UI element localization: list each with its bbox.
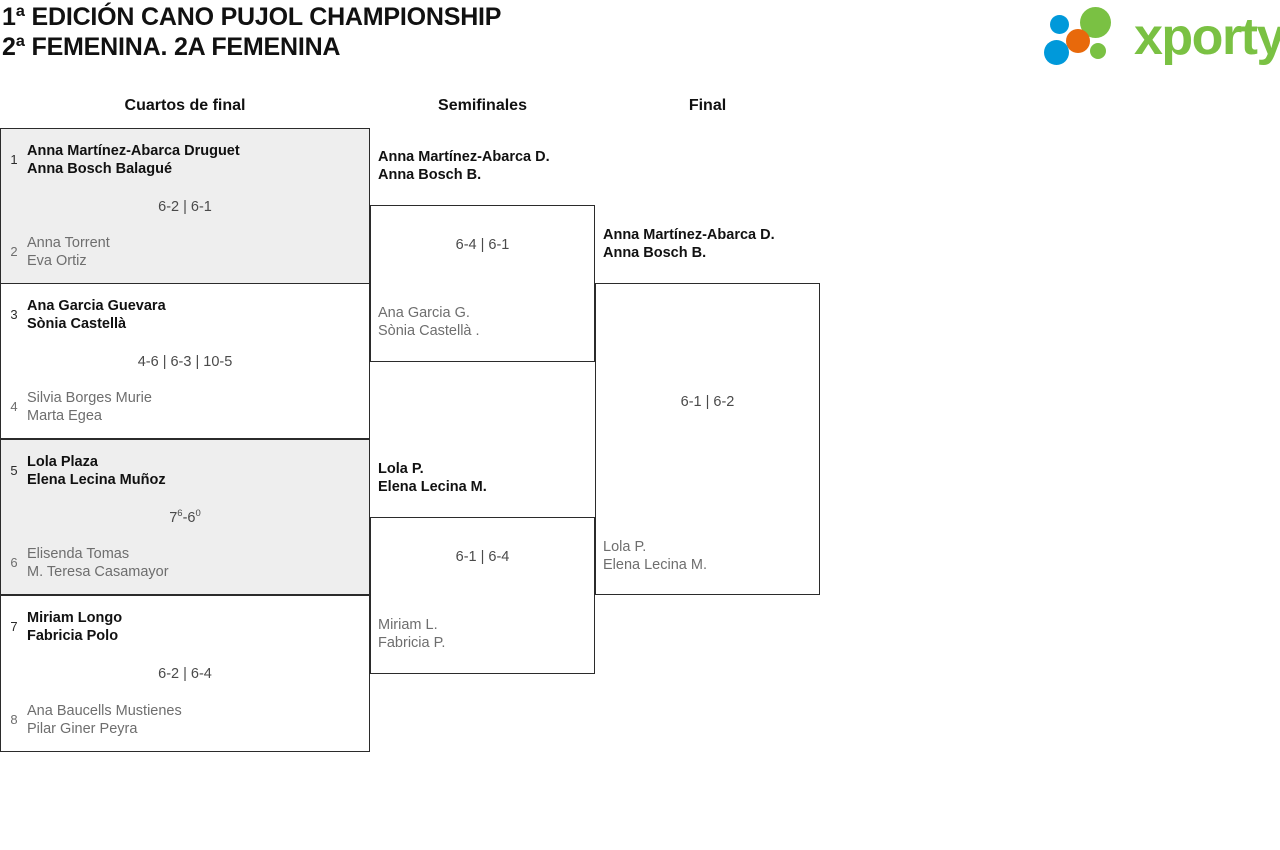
match-team-top[interactable]: 7 Miriam Longo Fabricia Polo: [1, 604, 369, 650]
match-team-top[interactable]: 1 Anna Martínez-Abarca Druguet Anna Bosc…: [1, 137, 369, 183]
player-name-1: Anna Torrent: [27, 235, 110, 251]
team-names: Ana Garcia Guevara Sònia Castellà: [27, 297, 166, 333]
score-tiebreak-lost: 0: [195, 508, 201, 520]
player-name-1: Lola P.: [378, 461, 424, 477]
semifinal-1-team-bottom[interactable]: Ana Garcia G. Sònia Castellà .: [378, 304, 480, 340]
match-team-top[interactable]: 5 Lola Plaza Elena Lecina Muñoz: [1, 448, 369, 494]
team-names: Lola Plaza Elena Lecina Muñoz: [27, 453, 166, 489]
seed-number: 2: [10, 244, 18, 259]
player-name-2: Elena Lecina M.: [378, 479, 487, 495]
team-names: Anna Martínez-Abarca Druguet Anna Bosch …: [27, 142, 240, 178]
score-games-won: 7: [169, 510, 178, 526]
player-name-1: Anna Martínez-Abarca Druguet: [27, 143, 240, 159]
match-team-bottom[interactable]: 4 Silvia Borges Murie Marta Egea: [1, 384, 369, 430]
player-name-1: Anna Martínez-Abarca D.: [603, 227, 775, 243]
logo-dot-blue-small: [1050, 15, 1069, 34]
player-name-2: Marta Egea: [27, 408, 102, 424]
logo-dot-green-small: [1090, 43, 1106, 59]
player-name-1: Ana Garcia Guevara: [27, 298, 166, 314]
match-score: 76-60: [1, 508, 369, 526]
player-name-2: Fabricia Polo: [27, 628, 119, 644]
semifinal-2-team-top[interactable]: Lola P. Elena Lecina M.: [378, 460, 487, 496]
player-name-1: Lola P.: [603, 539, 647, 555]
player-name-1: Miriam Longo: [27, 610, 123, 626]
player-name-1: Silvia Borges Murie: [27, 390, 152, 406]
logo-dot-blue-large: [1044, 40, 1069, 65]
score-tiebreak-won: 6: [177, 508, 183, 520]
tournament-name: 1ª EDICIÓN CANO PUJOL CHAMPIONSHIP: [2, 3, 502, 31]
seed-number: 1: [10, 152, 18, 167]
match-score: 4-6 | 6-3 | 10-5: [137, 354, 233, 370]
team-names: Ana Baucells Mustienes Pilar Giner Peyra: [27, 702, 182, 738]
match-score: 6-1 | 6-2: [680, 394, 735, 410]
player-name-2: Anna Bosch B.: [603, 245, 707, 261]
player-name-2: Sònia Castellà: [27, 316, 127, 332]
player-name-1: Elisenda Tomas: [27, 546, 130, 562]
final-team-bottom[interactable]: Lola P. Elena Lecina M.: [603, 538, 707, 574]
match-semifinal-2[interactable]: 6-1 | 6-4: [370, 517, 595, 674]
seed-number: 6: [10, 555, 18, 570]
player-name-2: Elena Lecina Muñoz: [27, 472, 166, 488]
semifinal-1-team-top[interactable]: Anna Martínez-Abarca D. Anna Bosch B.: [378, 148, 550, 184]
player-name-2: Anna Bosch B.: [378, 167, 482, 183]
match-score: 6-4 | 6-1: [455, 237, 510, 253]
logo-dot-orange: [1066, 29, 1090, 53]
team-names: Silvia Borges Murie Marta Egea: [27, 389, 152, 425]
seed-number: 4: [10, 399, 18, 414]
semifinal-2-team-bottom[interactable]: Miriam L. Fabricia P.: [378, 616, 445, 652]
player-name-2: Fabricia P.: [378, 635, 446, 651]
match-final[interactable]: 6-1 | 6-2: [595, 283, 820, 595]
player-name-2: Elena Lecina M.: [603, 557, 707, 573]
player-name-1: Anna Martínez-Abarca D.: [378, 149, 550, 165]
seed-number: 5: [10, 463, 18, 478]
player-name-2: Pilar Giner Peyra: [27, 721, 138, 737]
player-name-1: Ana Garcia G.: [378, 305, 470, 321]
match-team-bottom[interactable]: 6 Elisenda Tomas M. Teresa Casamayor: [1, 540, 369, 586]
match-team-top[interactable]: 3 Ana Garcia Guevara Sònia Castellà: [1, 292, 369, 338]
player-name-2: Anna Bosch Balagué: [27, 161, 173, 177]
team-names: Anna Torrent Eva Ortiz: [27, 234, 110, 270]
score-games-lost: -6: [182, 510, 196, 526]
round-header-quarterfinals: Cuartos de final: [124, 97, 246, 114]
match-quarterfinal-4[interactable]: 7 Miriam Longo Fabricia Polo 6-2 | 6-4 8…: [0, 595, 370, 752]
team-names: Miriam Longo Fabricia Polo: [27, 609, 122, 645]
team-names: Elisenda Tomas M. Teresa Casamayor: [27, 545, 169, 581]
match-score: 6-1 | 6-4: [455, 549, 510, 565]
match-score: 6-2 | 6-4: [158, 666, 212, 682]
match-team-bottom[interactable]: 8 Ana Baucells Mustienes Pilar Giner Pey…: [1, 697, 369, 743]
xporty-logo[interactable]: xporty: [1042, 5, 1280, 71]
round-header-semifinals: Semifinales: [438, 97, 527, 114]
player-name-2: M. Teresa Casamayor: [27, 564, 169, 580]
player-name-2: Sònia Castellà .: [378, 323, 480, 339]
final-team-top[interactable]: Anna Martínez-Abarca D. Anna Bosch B.: [603, 226, 775, 262]
match-team-bottom[interactable]: 2 Anna Torrent Eva Ortiz: [1, 229, 369, 275]
match-quarterfinal-1[interactable]: 1 Anna Martínez-Abarca Druguet Anna Bosc…: [0, 128, 370, 284]
logo-wordmark: xporty: [1134, 8, 1280, 66]
seed-number: 3: [10, 307, 18, 322]
match-quarterfinal-2[interactable]: 3 Ana Garcia Guevara Sònia Castellà 4-6 …: [0, 283, 370, 439]
page-title: 1ª EDICIÓN CANO PUJOL CHAMPIONSHIP 2ª FE…: [2, 2, 501, 62]
page-header: 1ª EDICIÓN CANO PUJOL CHAMPIONSHIP 2ª FE…: [0, 0, 1280, 78]
round-header-final: Final: [688, 97, 727, 114]
match-semifinal-1[interactable]: 6-4 | 6-1: [370, 205, 595, 362]
player-name-2: Eva Ortiz: [27, 253, 87, 269]
player-name-1: Ana Baucells Mustienes: [27, 703, 182, 719]
player-name-1: Lola Plaza: [27, 454, 98, 470]
player-name-1: Miriam L.: [378, 617, 438, 633]
seed-number: 7: [10, 619, 18, 634]
match-quarterfinal-3[interactable]: 5 Lola Plaza Elena Lecina Muñoz 76-60 6 …: [0, 439, 370, 595]
seed-number: 8: [10, 712, 18, 727]
tournament-category: 2ª FEMENINA. 2A FEMENINA: [2, 33, 341, 61]
match-score: 6-2 | 6-1: [158, 199, 212, 215]
